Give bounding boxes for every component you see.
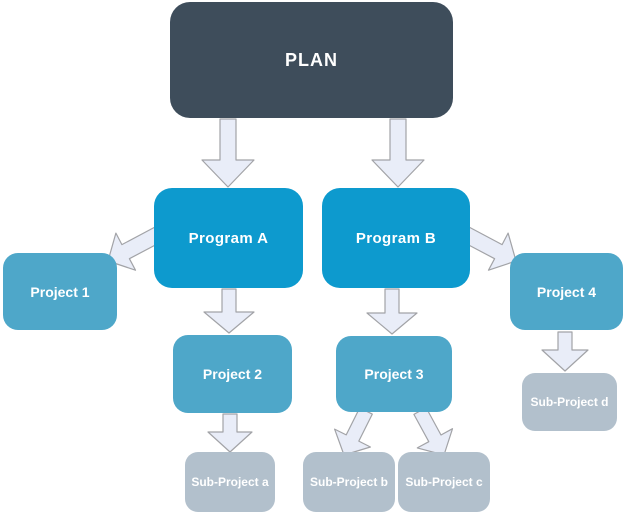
node-project-1-label: Project 1 (30, 283, 90, 300)
node-sub-project-a-label: Sub-Project a (191, 475, 269, 489)
node-project-1: Project 1 (3, 253, 117, 330)
node-sub-project-d: Sub-Project d (522, 373, 617, 431)
arrow-plan-to-program-a (201, 118, 255, 188)
node-sub-project-c-label: Sub-Project c (405, 475, 483, 489)
node-program-b: Program B (322, 188, 470, 288)
arrow-plan-to-program-b (371, 118, 425, 188)
node-project-4-label: Project 4 (536, 283, 597, 300)
arrow-program-a-to-project-2 (203, 288, 255, 334)
node-project-2-label: Project 2 (202, 366, 263, 382)
node-program-a: Program A (154, 188, 303, 288)
arrow-project-3-to-sub-project-c (413, 407, 454, 456)
arrow-program-b-to-project-3 (366, 288, 418, 335)
node-sub-project-a: Sub-Project a (185, 452, 275, 512)
node-plan: PLAN (170, 2, 453, 118)
arrow-project-2-to-sub-project-a (207, 413, 253, 453)
node-sub-project-c: Sub-Project c (398, 452, 490, 512)
arrow-project-4-to-sub-project-d (541, 331, 589, 372)
node-program-b-label: Program B (355, 229, 437, 247)
node-program-a-label: Program A (188, 229, 269, 247)
node-project-4: Project 4 (510, 253, 623, 330)
node-sub-project-b: Sub-Project b (303, 452, 395, 512)
arrow-project-3-to-sub-project-b (334, 407, 373, 456)
node-project-2: Project 2 (173, 335, 292, 413)
node-sub-project-b-label: Sub-Project b (309, 475, 388, 489)
node-sub-project-d-label: Sub-Project d (530, 395, 609, 409)
node-project-3: Project 3 (336, 336, 452, 412)
node-project-3-label: Project 3 (364, 366, 424, 382)
node-plan-label: PLAN (285, 49, 338, 70)
